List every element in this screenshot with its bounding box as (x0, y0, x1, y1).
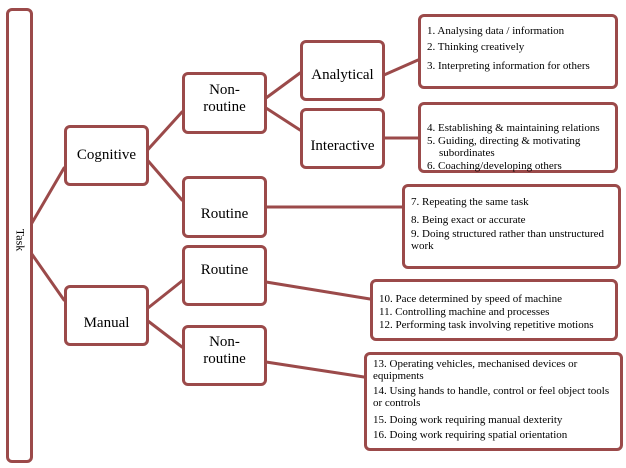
interactive-node: Interactive (300, 108, 385, 169)
list-item: 14. Using hands to handle, control or fe… (373, 385, 610, 409)
analytical-node: Analytical (300, 40, 385, 101)
manual-routine-tasks-list: 10. Pace determined by speed of machine … (370, 279, 618, 341)
list-item: 15. Doing work requiring manual dexterit… (373, 414, 563, 426)
connector-nonroutine-interactive (264, 106, 302, 132)
manual-label: Manual (83, 315, 130, 331)
manual-routine-label: Routine (200, 262, 249, 278)
list-item: 4. Establishing & maintaining relations (427, 122, 600, 134)
cognitive-node: Cognitive (64, 125, 149, 186)
list-item: 7. Repeating the same task (411, 196, 529, 208)
list-item: 8. Being exact or accurate (411, 214, 526, 226)
connector-cognitive-routine (141, 153, 184, 202)
task-root-node (6, 8, 33, 463)
manual-nonroutine-tasks-list: 13. Operating vehicles, mechanised devic… (364, 352, 623, 451)
cognitive-nonroutine-label-line1: Non- (209, 82, 240, 98)
list-item: 2. Thinking creatively (427, 41, 525, 53)
list-item: 12. Performing task involving repetitive… (379, 319, 594, 331)
analytical-label: Analytical (311, 67, 374, 83)
list-item: 16. Doing work requiring spatial orienta… (373, 429, 568, 441)
list-item: 3. Interpreting information for others (427, 60, 590, 72)
list-item: 9. Doing structured rather than unstruct… (411, 228, 605, 252)
manual-nonroutine-label-line2: routine (203, 350, 246, 367)
list-item: 13. Operating vehicles, mechanised devic… (373, 358, 578, 382)
task-root-label: Task (13, 228, 28, 252)
cognitive-nonroutine-node: Non- routine (182, 72, 267, 134)
connector-manual-nonroutine-list (264, 360, 366, 379)
manual-node: Manual (64, 285, 149, 346)
interactive-label: Interactive (310, 138, 375, 154)
list-item: 11. Controlling machine and processes (379, 306, 550, 318)
connector-analytical-list (382, 58, 420, 77)
cognitive-routine-label: Routine (200, 205, 249, 222)
connector-manual-nonroutine (146, 319, 184, 349)
manual-nonroutine-label-line1: Non- (209, 333, 240, 350)
connector-nonroutine-analytical (264, 71, 302, 100)
manual-routine-node: Routine (182, 245, 267, 306)
interactive-tasks-list: 4. Establishing & maintaining relations … (418, 102, 618, 173)
list-item: 5. Guiding, directing & motivating (427, 135, 581, 147)
connector-manual-routine-list (264, 280, 372, 301)
connector-cognitive-nonroutine (141, 110, 184, 157)
connector-manual-routine (146, 279, 184, 310)
analytical-tasks-list: 1. Analysing data / information 2. Think… (418, 14, 618, 89)
manual-nonroutine-node: Non- routine (182, 325, 267, 386)
list-item: 1. Analysing data / information (427, 25, 565, 37)
cognitive-label: Cognitive (76, 147, 137, 163)
list-item: 6. Coaching/developing others (427, 160, 562, 172)
cognitive-routine-tasks-list: 7. Repeating the same task 8. Being exac… (402, 184, 621, 269)
list-item-continuation: subordinates (439, 147, 495, 159)
cognitive-nonroutine-label-line2: routine (203, 99, 246, 115)
list-item: 10. Pace determined by speed of machine (379, 293, 562, 305)
cognitive-routine-node: Routine (182, 176, 267, 238)
